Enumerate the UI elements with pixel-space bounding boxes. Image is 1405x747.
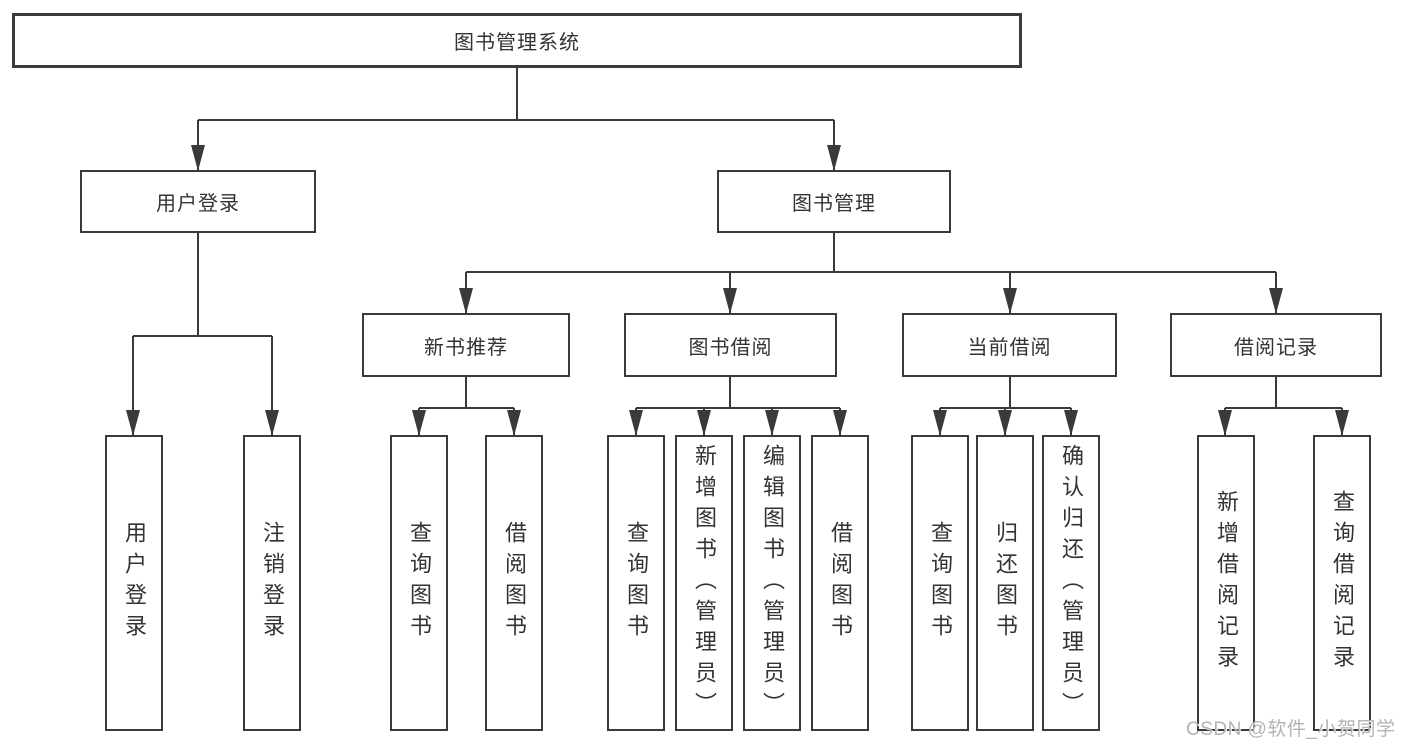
- edge-borrow-record-branch: [1225, 377, 1342, 409]
- leaf-current-confirm-admin-label: 确认归还（管理员）: [1059, 443, 1084, 723]
- leaf-borrow-query: 查询图书: [607, 435, 665, 731]
- leaf-record-query-label: 查询借阅记录: [1330, 490, 1355, 676]
- leaf-newbook-borrow-label: 借阅图书: [502, 521, 527, 645]
- edge-book-borrow-branch: [636, 377, 840, 409]
- node-user-login-group: 用户登录: [80, 170, 316, 233]
- node-book-borrow: 图书借阅: [624, 313, 837, 377]
- leaf-borrow-borrow: 借阅图书: [811, 435, 869, 731]
- node-book-mgmt-group: 图书管理: [717, 170, 951, 233]
- leaf-borrow-add-admin: 新增图书（管理员）: [675, 435, 733, 731]
- leaf-current-return: 归还图书: [976, 435, 1034, 731]
- leaf-current-query-label: 查询图书: [928, 521, 953, 645]
- leaf-borrow-query-label: 查询图书: [624, 521, 649, 645]
- leaf-user-login-label: 用户登录: [122, 521, 147, 645]
- edge-book-mgmt-branch: [466, 233, 1276, 273]
- node-current-borrow: 当前借阅: [902, 313, 1117, 377]
- leaf-current-confirm-admin: 确认归还（管理员）: [1042, 435, 1100, 731]
- node-root-system: 图书管理系统: [12, 13, 1022, 68]
- leaf-current-return-label: 归还图书: [993, 521, 1018, 645]
- leaf-logout: 注销登录: [243, 435, 301, 731]
- leaf-newbook-borrow: 借阅图书: [485, 435, 543, 731]
- leaf-current-query: 查询图书: [911, 435, 969, 731]
- leaf-newbook-query: 查询图书: [390, 435, 448, 731]
- leaf-record-query: 查询借阅记录: [1313, 435, 1371, 731]
- leaf-borrow-edit-admin-label: 编辑图书（管理员）: [760, 443, 785, 723]
- leaf-newbook-query-label: 查询图书: [407, 521, 432, 645]
- leaf-record-add-label: 新增借阅记录: [1214, 490, 1239, 676]
- edge-current-borrow-branch: [940, 377, 1071, 409]
- edge-root-to-level2: [198, 68, 834, 121]
- leaf-logout-label: 注销登录: [260, 521, 285, 645]
- leaf-borrow-borrow-label: 借阅图书: [828, 521, 853, 645]
- node-new-book-rec: 新书推荐: [362, 313, 570, 377]
- edge-new-book-branch: [419, 377, 514, 409]
- leaf-borrow-add-admin-label: 新增图书（管理员）: [692, 443, 717, 723]
- leaf-borrow-edit-admin: 编辑图书（管理员）: [743, 435, 801, 731]
- leaf-record-add: 新增借阅记录: [1197, 435, 1255, 731]
- leaf-user-login: 用户登录: [105, 435, 163, 731]
- node-borrow-record: 借阅记录: [1170, 313, 1382, 377]
- edge-user-login-branch: [133, 233, 272, 337]
- csdn-watermark: CSDN @软件_小贺同学: [1186, 719, 1396, 740]
